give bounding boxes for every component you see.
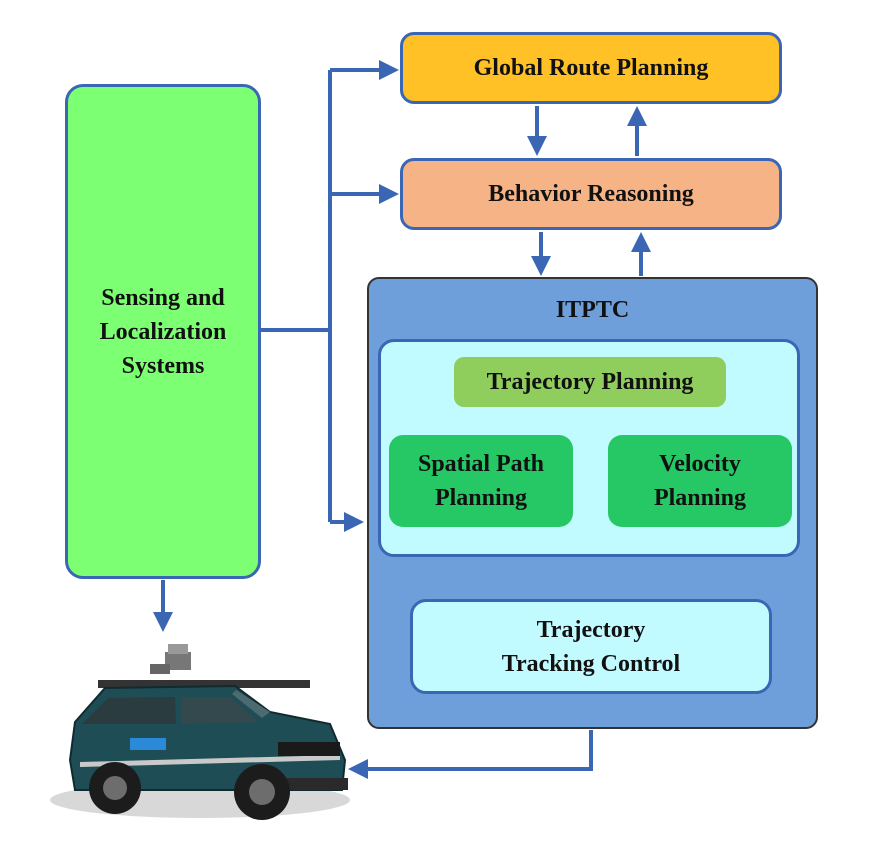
trajectory-tracking-control-box: Trajectory Tracking Control [410, 599, 772, 694]
trajectory-planning-box: Trajectory Planning [454, 357, 726, 407]
velocity-planning-label: Velocity Planning [653, 451, 747, 511]
vehicle-image [50, 644, 350, 820]
trajectory-tracking-control-label: Trajectory Tracking Control [501, 616, 681, 677]
global-route-planning-label: Global Route Planning [473, 55, 709, 81]
itptc-title: ITPTC [555, 297, 630, 323]
arrow-itptc-to-vehicle [348, 730, 593, 779]
sensing-localization-label: Sensing and Localization Systems [99, 284, 227, 379]
spatial-path-planning-box: Spatial Path Planning [389, 435, 573, 527]
trajectory-planning-label: Trajectory Planning [486, 369, 694, 395]
behavior-reasoning-box: Behavior Reasoning [400, 158, 782, 230]
spatial-path-planning-label: Spatial Path Planning [417, 451, 545, 511]
sensing-localization-box: Sensing and Localization Systems [65, 84, 261, 579]
velocity-planning-box: Velocity Planning [608, 435, 792, 527]
global-route-planning-box: Global Route Planning [400, 32, 782, 104]
behavior-reasoning-label: Behavior Reasoning [488, 181, 694, 207]
